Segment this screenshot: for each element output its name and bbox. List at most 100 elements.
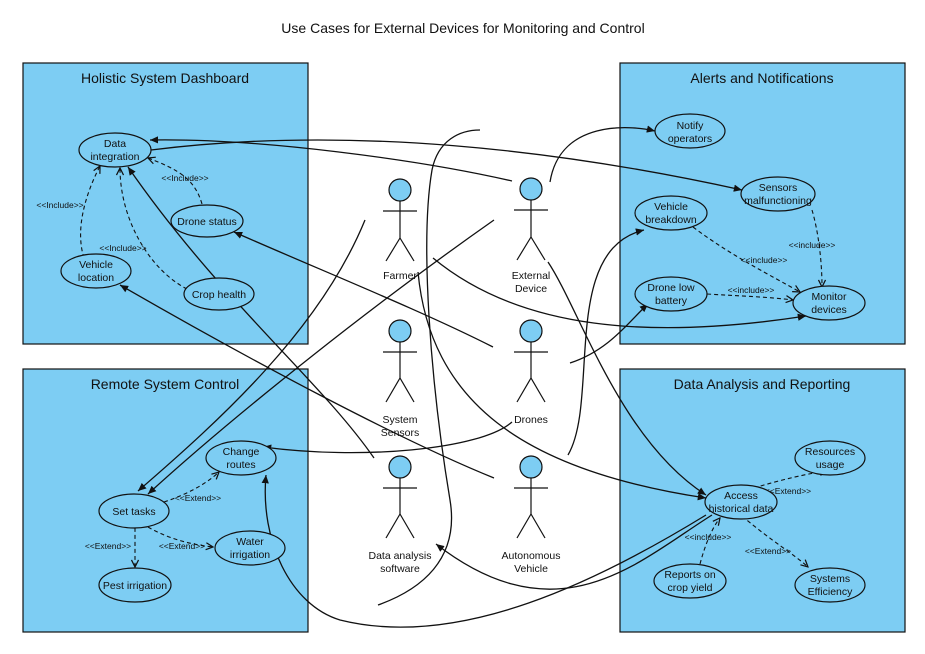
- use-case-vehicle-location[interactable]: Vehicle location: [60, 253, 132, 289]
- include-label: <<include>>: [728, 285, 775, 295]
- actor-drones[interactable]: Drones: [514, 319, 548, 426]
- association-line: [149, 136, 513, 182]
- use-case-water-irrigation[interactable]: Water irrigation: [214, 530, 286, 566]
- use-case-resources-usage[interactable]: Resources usage: [794, 440, 866, 476]
- actor-farmer[interactable]: Farmer: [383, 178, 417, 282]
- use-case-notify-operators[interactable]: Notify operators: [654, 113, 726, 149]
- use-case-label: breakdown: [645, 214, 697, 226]
- actor-external-device[interactable]: External Device: [512, 177, 551, 295]
- package-title: Data Analysis and Reporting: [674, 376, 851, 392]
- diagram-title: Use Cases for External Devices for Monit…: [281, 20, 644, 36]
- extend-label: <<Extend>>: [175, 493, 221, 503]
- use-case-label: Crop health: [192, 289, 246, 301]
- use-case-label: Drone status: [177, 216, 237, 228]
- actor-label: Data analysis: [368, 550, 431, 562]
- use-case-label: Set tasks: [112, 506, 155, 518]
- use-case-label: irrigation: [230, 549, 270, 561]
- use-case-change-routes[interactable]: Change routes: [205, 440, 277, 476]
- include-line: [80, 166, 100, 259]
- extend-label: <<Extend>>: [85, 541, 131, 551]
- include-label: <<Include>>: [36, 200, 83, 210]
- use-case-label: Sensors: [759, 182, 798, 194]
- actor-label: Farmer: [383, 270, 417, 282]
- use-case-label: Monitor: [811, 291, 847, 303]
- use-case-label: usage: [816, 459, 845, 471]
- package-title: Remote System Control: [91, 376, 240, 392]
- actor-label: Device: [515, 283, 547, 295]
- association-line: [137, 219, 366, 492]
- association-line: [233, 231, 494, 348]
- actor-label: Autonomous: [502, 550, 561, 562]
- actor-label: External: [512, 270, 551, 282]
- use-case-label: Reports on: [664, 569, 716, 581]
- actor-label: Drones: [514, 414, 548, 426]
- use-case-label: Systems: [810, 573, 850, 585]
- include-line: [692, 226, 800, 292]
- actor-label: System: [382, 414, 417, 426]
- extend-label: <<Extend>>: [765, 486, 811, 496]
- actor-label: Sensors: [381, 427, 420, 439]
- include-label: <<include>>: [741, 255, 788, 265]
- use-case-label: historical data: [709, 503, 774, 515]
- extend-line: [753, 471, 827, 489]
- include-label: <<include>>: [789, 240, 836, 250]
- package-title: Holistic System Dashboard: [81, 70, 249, 86]
- include-line: [120, 168, 188, 290]
- extend-label: <<Extend>>: [745, 546, 791, 556]
- dependencies: [80, 158, 827, 567]
- extend-line: [147, 526, 213, 547]
- use-case-label: battery: [655, 295, 688, 307]
- use-case-label: operators: [668, 133, 712, 145]
- use-case-sensors-malfunctioning[interactable]: Sensors malfunctioning: [740, 176, 816, 212]
- package-holistic-system-dashboard: Holistic System Dashboard: [22, 62, 309, 345]
- include-label: <<include>>: [685, 532, 732, 542]
- actor-label: Vehicle: [514, 563, 548, 575]
- use-case-pest-irrigation[interactable]: Pest irrigation: [98, 567, 172, 603]
- actor-label: software: [380, 563, 420, 575]
- use-case-label: crop yield: [668, 582, 713, 594]
- package-title: Alerts and Notifications: [690, 70, 833, 86]
- use-case-crop-health[interactable]: Crop health: [183, 277, 255, 311]
- include-label: <<Include>>: [161, 173, 208, 183]
- use-case-label: integration: [90, 151, 139, 163]
- use-case-drone-status[interactable]: Drone status: [170, 204, 244, 238]
- include-label: <<Include>>: [99, 243, 146, 253]
- association-line: [119, 284, 495, 479]
- association-line: [567, 228, 645, 456]
- use-case-label: Change: [223, 446, 260, 458]
- association-line: [147, 219, 495, 495]
- use-case-label: Pest irrigation: [103, 580, 167, 592]
- association-line: [417, 271, 707, 501]
- extend-line: [163, 472, 219, 503]
- actor-system-sensors[interactable]: System Sensors: [381, 319, 420, 439]
- use-case-data-integration[interactable]: Data integration: [78, 132, 152, 168]
- use-case-access-historical-data[interactable]: Access historical data: [704, 484, 778, 520]
- use-case-label: Vehicle: [79, 259, 113, 271]
- association-line: [547, 261, 707, 496]
- use-case-drone-low-battery[interactable]: Drone low battery: [634, 276, 708, 312]
- use-case-label: malfunctioning: [744, 195, 812, 207]
- use-case-label: Data: [104, 138, 126, 150]
- use-case-label: location: [78, 272, 114, 284]
- use-case-systems-efficiency[interactable]: Systems Efficiency: [794, 567, 866, 603]
- include-line: [811, 209, 822, 287]
- association-line: [377, 129, 481, 606]
- use-case-label: Notify: [677, 120, 705, 132]
- extend-label: <<Extend>>: [159, 541, 205, 551]
- association-line: [435, 514, 713, 590]
- actor-data-analysis-software[interactable]: Data analysis software: [368, 455, 432, 575]
- use-case-label: Access: [724, 490, 758, 502]
- use-case-set-tasks[interactable]: Set tasks: [98, 493, 170, 529]
- actor-autonomous-vehicle[interactable]: Autonomous Vehicle: [502, 455, 561, 575]
- use-case-label: Resources: [805, 446, 855, 458]
- use-case-label: routes: [226, 459, 255, 471]
- use-case-monitor-devices[interactable]: Monitor devices: [792, 285, 866, 321]
- associations: [119, 125, 807, 628]
- use-case-reports-on-crop-yield[interactable]: Reports on crop yield: [653, 563, 727, 599]
- association-line: [432, 257, 807, 329]
- stereotype-labels: <<Include>> <<Include>> <<Include>> <<in…: [36, 173, 835, 556]
- association-line: [569, 303, 649, 364]
- association-line: [150, 139, 743, 192]
- use-case-vehicle-breakdown[interactable]: Vehicle breakdown: [634, 195, 708, 231]
